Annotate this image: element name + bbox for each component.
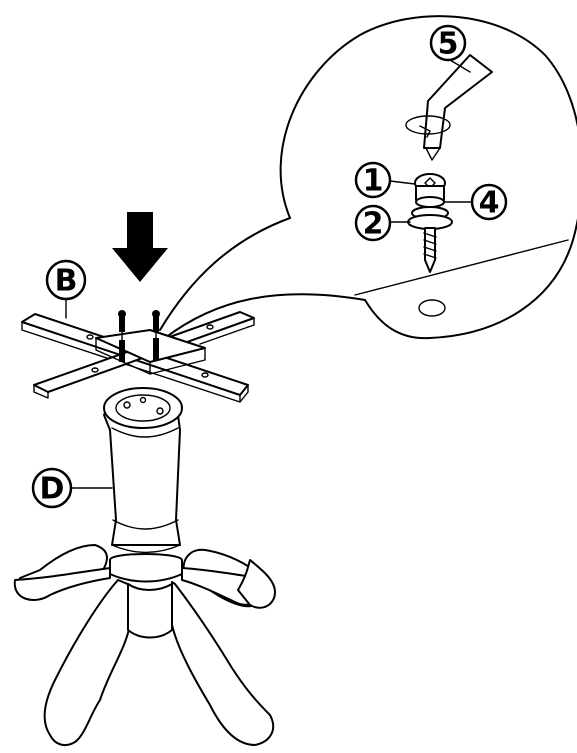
down-arrow-icon xyxy=(112,212,168,282)
svg-text:D: D xyxy=(40,472,65,507)
callout-4: 4 xyxy=(444,185,506,221)
bolt-icon xyxy=(408,174,452,272)
svg-text:B: B xyxy=(55,264,78,299)
pedestal-base xyxy=(15,388,275,745)
svg-text:1: 1 xyxy=(363,164,384,199)
callout-D: D xyxy=(33,469,112,507)
callout-B: B xyxy=(47,261,85,318)
svg-text:2: 2 xyxy=(363,207,384,242)
callout-2: 2 xyxy=(356,206,410,242)
svg-text:5: 5 xyxy=(438,27,459,62)
allen-key-icon xyxy=(406,55,492,160)
svg-text:4: 4 xyxy=(479,186,500,221)
lock-washer xyxy=(416,197,444,207)
callout-1: 1 xyxy=(356,163,415,199)
pilot-hole xyxy=(419,300,445,316)
